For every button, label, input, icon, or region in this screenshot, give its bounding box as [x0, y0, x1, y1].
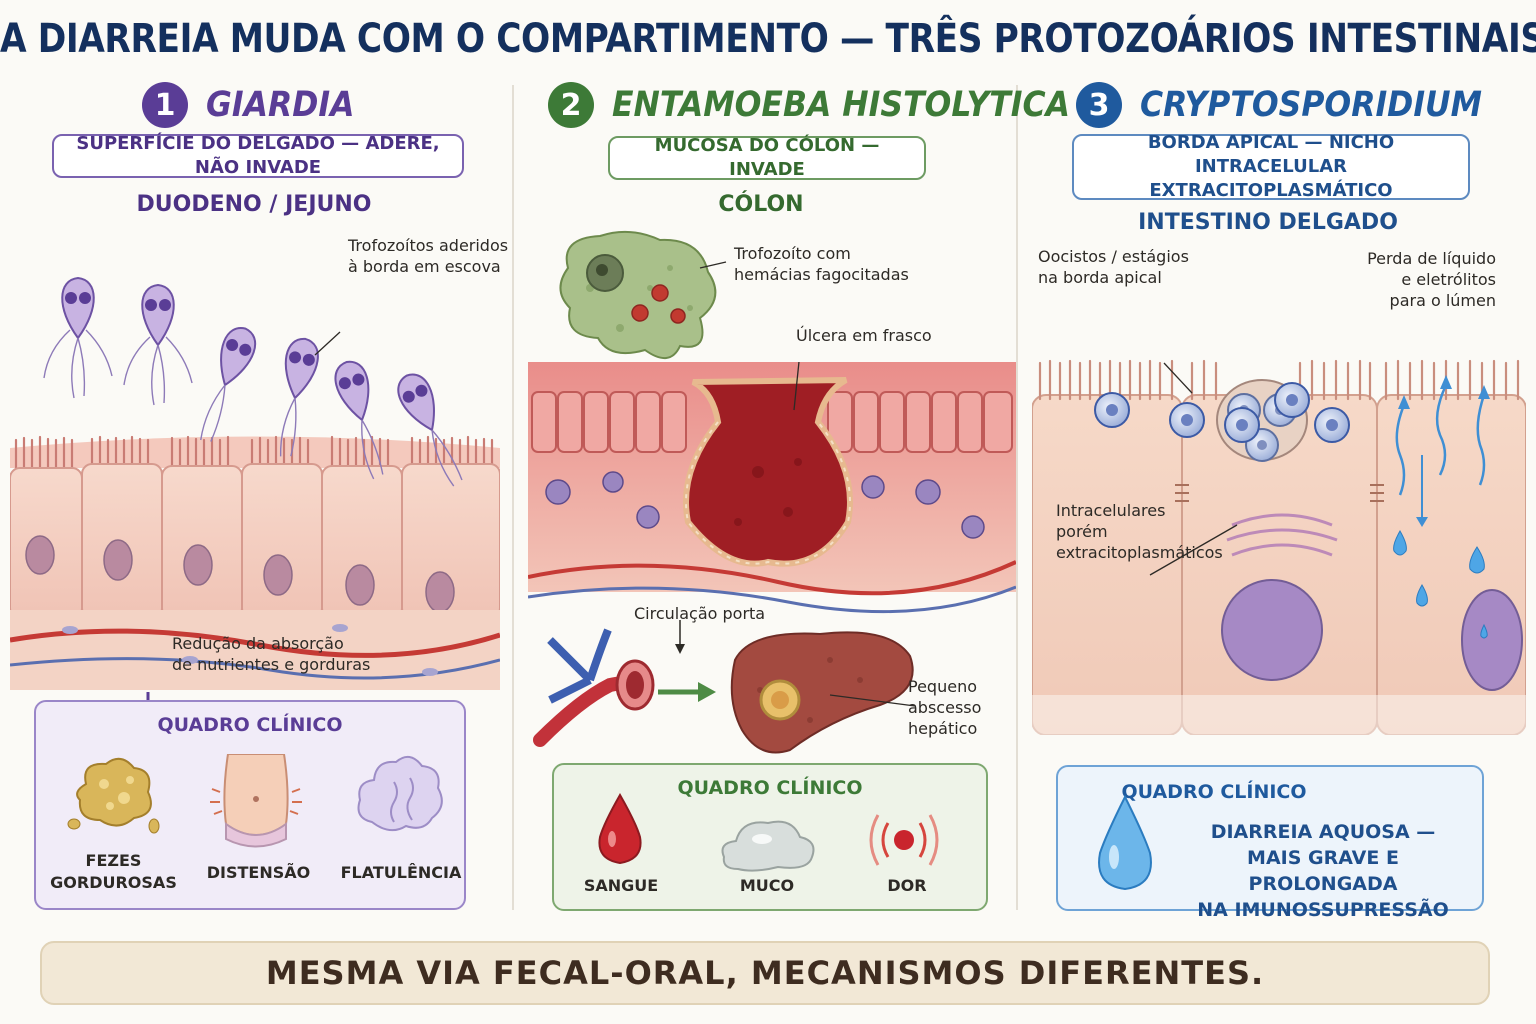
clinical-box-cryptosporidium: QUADRO CLÍNICO DIARREIA AQUOSA — MAIS GR…: [1056, 765, 1484, 921]
submucosa-vessels: [10, 610, 500, 690]
panel-cryptosporidium: 3 CRYPTOSPORIDIUM BORDA APICAL — NICHO I…: [1020, 80, 1536, 921]
abscess-label: Pequeno abscesso hepático: [908, 677, 982, 738]
distension-icon: [210, 754, 302, 848]
trophozoite-label: Trofozoíto com hemácias fagocitadas: [734, 244, 909, 284]
symptom-mucus: MUCO: [739, 876, 795, 895]
mucus-icon: [721, 820, 815, 872]
clinical-title: QUADRO CLÍNICO: [677, 777, 863, 799]
symptom-blood: SANGUE: [583, 876, 659, 895]
portal-circulation-label: Circulação porta: [634, 604, 766, 623]
panel-giardia: 1 GIARDIA SUPERFÍCIE DO DELGADO — ADERE,…: [0, 80, 512, 915]
clinical-box-entamoeba: QUADRO CLÍNICO SANGUE MUCO DOR: [552, 763, 988, 911]
organism-genus: ENTAMOEBA: [612, 85, 832, 125]
location-label: CÓLON: [718, 192, 804, 217]
symptom-fatty-stool: FEZES GORDUROSAS: [50, 851, 177, 892]
colon-ulcer-illustration: [528, 362, 1016, 614]
oocysts-label: Oocistos / estágios na borda apical: [1038, 247, 1189, 287]
panel-header: 2 ENTAMOEBA HISTOLYTICA: [548, 82, 1121, 128]
intracellular-label: Intracelulares porém extracitoplasmático…: [1056, 501, 1223, 562]
location-label: DUODENO / JEJUNO: [136, 192, 372, 217]
giardia-trophozoites: [43, 276, 463, 487]
page-title: A DIARREIA MUDA COM O COMPARTIMENTO — TR…: [0, 16, 1536, 62]
fatty-stool-icon: [67, 757, 160, 834]
absorption-label: Redução da absorção de nutrientes e gord…: [172, 634, 371, 674]
fluid-loss-label: Perda de líquido e eletrólitos para o lú…: [1367, 249, 1496, 310]
water-drop-icon: [1098, 795, 1152, 891]
compartment-tag: BORDA APICAL — NICHO INTRACELULAR EXTRAC…: [1072, 132, 1470, 201]
panel-header: 1 GIARDIA: [142, 82, 371, 128]
pain-icon: [869, 814, 939, 866]
symptom-distension: DISTENSÃO: [206, 863, 311, 882]
number-badge: 2: [548, 82, 594, 128]
number-badge: 3: [1076, 82, 1122, 128]
location-label: INTESTINO DELGADO: [1138, 210, 1398, 235]
panel-header: 3 CRYPTOSPORIDIUM: [1076, 82, 1520, 128]
giardia-epithelium-illustration: [10, 276, 500, 619]
portal-liver-illustration: [533, 620, 916, 754]
footer-text: MESMA VIA FECAL-ORAL, MECANISMOS DIFEREN…: [265, 954, 1265, 992]
trophozoites-label: Trofozoítos aderidos à borda em escova: [348, 236, 509, 276]
symptom-watery-diarrhea: DIARREIA AQUOSA — MAIS GRAVE E PROLONGAD…: [1197, 821, 1449, 921]
compartment-tag: MUCOSA DO CÓLON — INVADE: [608, 135, 926, 180]
ulcer-label: Úlcera em frasco: [796, 326, 932, 345]
clinical-title: QUADRO CLÍNICO: [1121, 781, 1307, 803]
organism-name: GIARDIA: [206, 85, 355, 125]
compartment-tag: SUPERFÍCIE DO DELGADO — ADERE, NÃO INVAD…: [52, 133, 464, 178]
number-badge: 1: [142, 82, 188, 128]
clinical-box-giardia: QUADRO CLÍNICO FEZES GORDUROSAS DISTENSÃ…: [34, 700, 466, 910]
blood-drop-icon: [598, 793, 642, 865]
symptom-flatulence: FLATULÊNCIA: [340, 863, 462, 882]
panel-divider: [512, 85, 514, 910]
flatulence-icon: [357, 755, 443, 832]
cryptosporidium-epithelium-illustration: [1032, 359, 1526, 735]
panel-divider: [1016, 85, 1018, 910]
footer-banner: MESMA VIA FECAL-ORAL, MECANISMOS DIFEREN…: [40, 941, 1490, 1005]
amoeba-trophozoite-icon: [559, 230, 727, 359]
organism-species: HISTOLYTICA: [842, 85, 1071, 125]
organism-name: ENTAMOEBA HISTOLYTICA: [612, 85, 1070, 125]
symptom-pain: DOR: [887, 876, 927, 895]
panel-entamoeba: 2 ENTAMOEBA HISTOLYTICA MUCOSA DO CÓLON …: [516, 80, 1070, 915]
organism-name: CRYPTOSPORIDIUM: [1140, 85, 1482, 125]
clinical-title: QUADRO CLÍNICO: [157, 714, 343, 736]
